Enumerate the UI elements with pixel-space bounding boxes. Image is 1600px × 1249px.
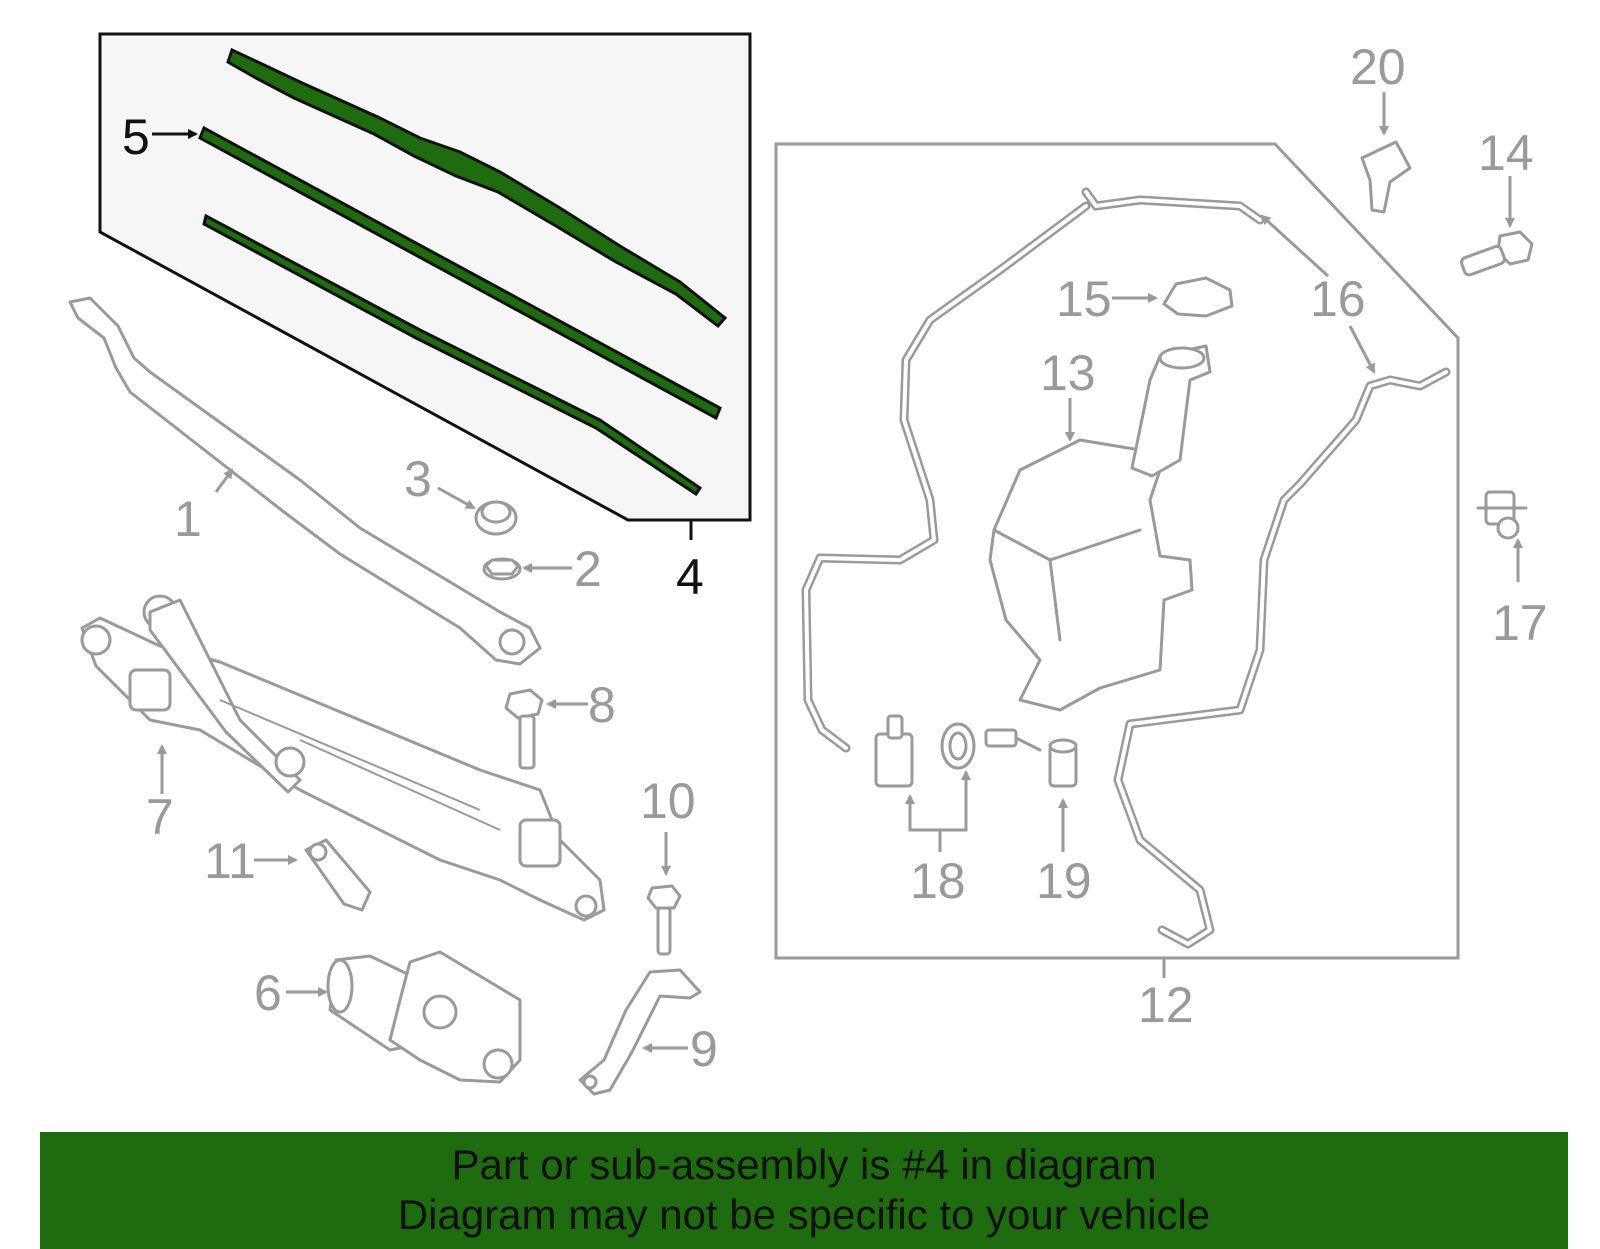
arm-nut [482, 557, 522, 581]
washer-reservoir [988, 344, 1212, 712]
callout-17: 17 [1492, 595, 1548, 651]
callout-16: 16 [1310, 271, 1366, 327]
callout-8: 8 [588, 677, 616, 733]
linkage-bolt [504, 688, 544, 770]
callout-18: 18 [910, 853, 966, 909]
info-banner: Part or sub-assembly is #4 in diagram Di… [40, 1132, 1568, 1249]
mounting-bolt [1460, 230, 1534, 277]
pivot-bracket [304, 838, 372, 912]
bracket-bolt [646, 884, 682, 956]
level-sensor [984, 728, 1078, 788]
callout-3: 3 [404, 451, 432, 507]
reservoir-cap [1162, 276, 1234, 318]
callout-9: 9 [690, 1021, 718, 1077]
wiper-blade-frame [226, 47, 728, 329]
retainer-clip [1360, 140, 1412, 214]
callout-11: 11 [204, 833, 256, 889]
callout-4: 4 [676, 549, 704, 605]
callout-5: 5 [122, 109, 150, 165]
washer-hoses [801, 187, 1451, 949]
callout-19: 19 [1036, 853, 1092, 909]
motor-bracket [578, 968, 702, 1096]
callout-arrows [152, 92, 1523, 1053]
wiper-motor [326, 950, 522, 1084]
callout-7: 7 [146, 789, 174, 845]
wiper-blade-inset [98, 32, 752, 522]
banner-line-2: Diagram may not be specific to your vehi… [397, 1191, 1211, 1238]
nut-cap [474, 500, 518, 536]
callout-12: 12 [1138, 977, 1194, 1033]
banner-line-1: Part or sub-assembly is #4 in diagram [451, 1141, 1157, 1188]
callout-13: 13 [1040, 345, 1096, 401]
callout-14: 14 [1478, 125, 1534, 181]
hose-connector [1476, 490, 1528, 540]
wiper-linkage [80, 594, 606, 922]
callout-10: 10 [640, 773, 696, 829]
wiper-blade-refill [198, 125, 722, 421]
callout-6: 6 [254, 965, 282, 1021]
callout-2: 2 [574, 541, 602, 597]
wiper-arm [68, 296, 542, 666]
washer-system-box [774, 142, 1460, 960]
washer-pump [874, 714, 976, 788]
callout-15: 15 [1056, 271, 1112, 327]
callout-20: 20 [1350, 39, 1406, 95]
callout-labels: 1 2 3 4 5 6 7 8 9 10 11 12 13 14 15 16 1… [122, 39, 1548, 1077]
callout-1: 1 [174, 491, 202, 547]
wiper-blade-rubber [202, 213, 703, 497]
